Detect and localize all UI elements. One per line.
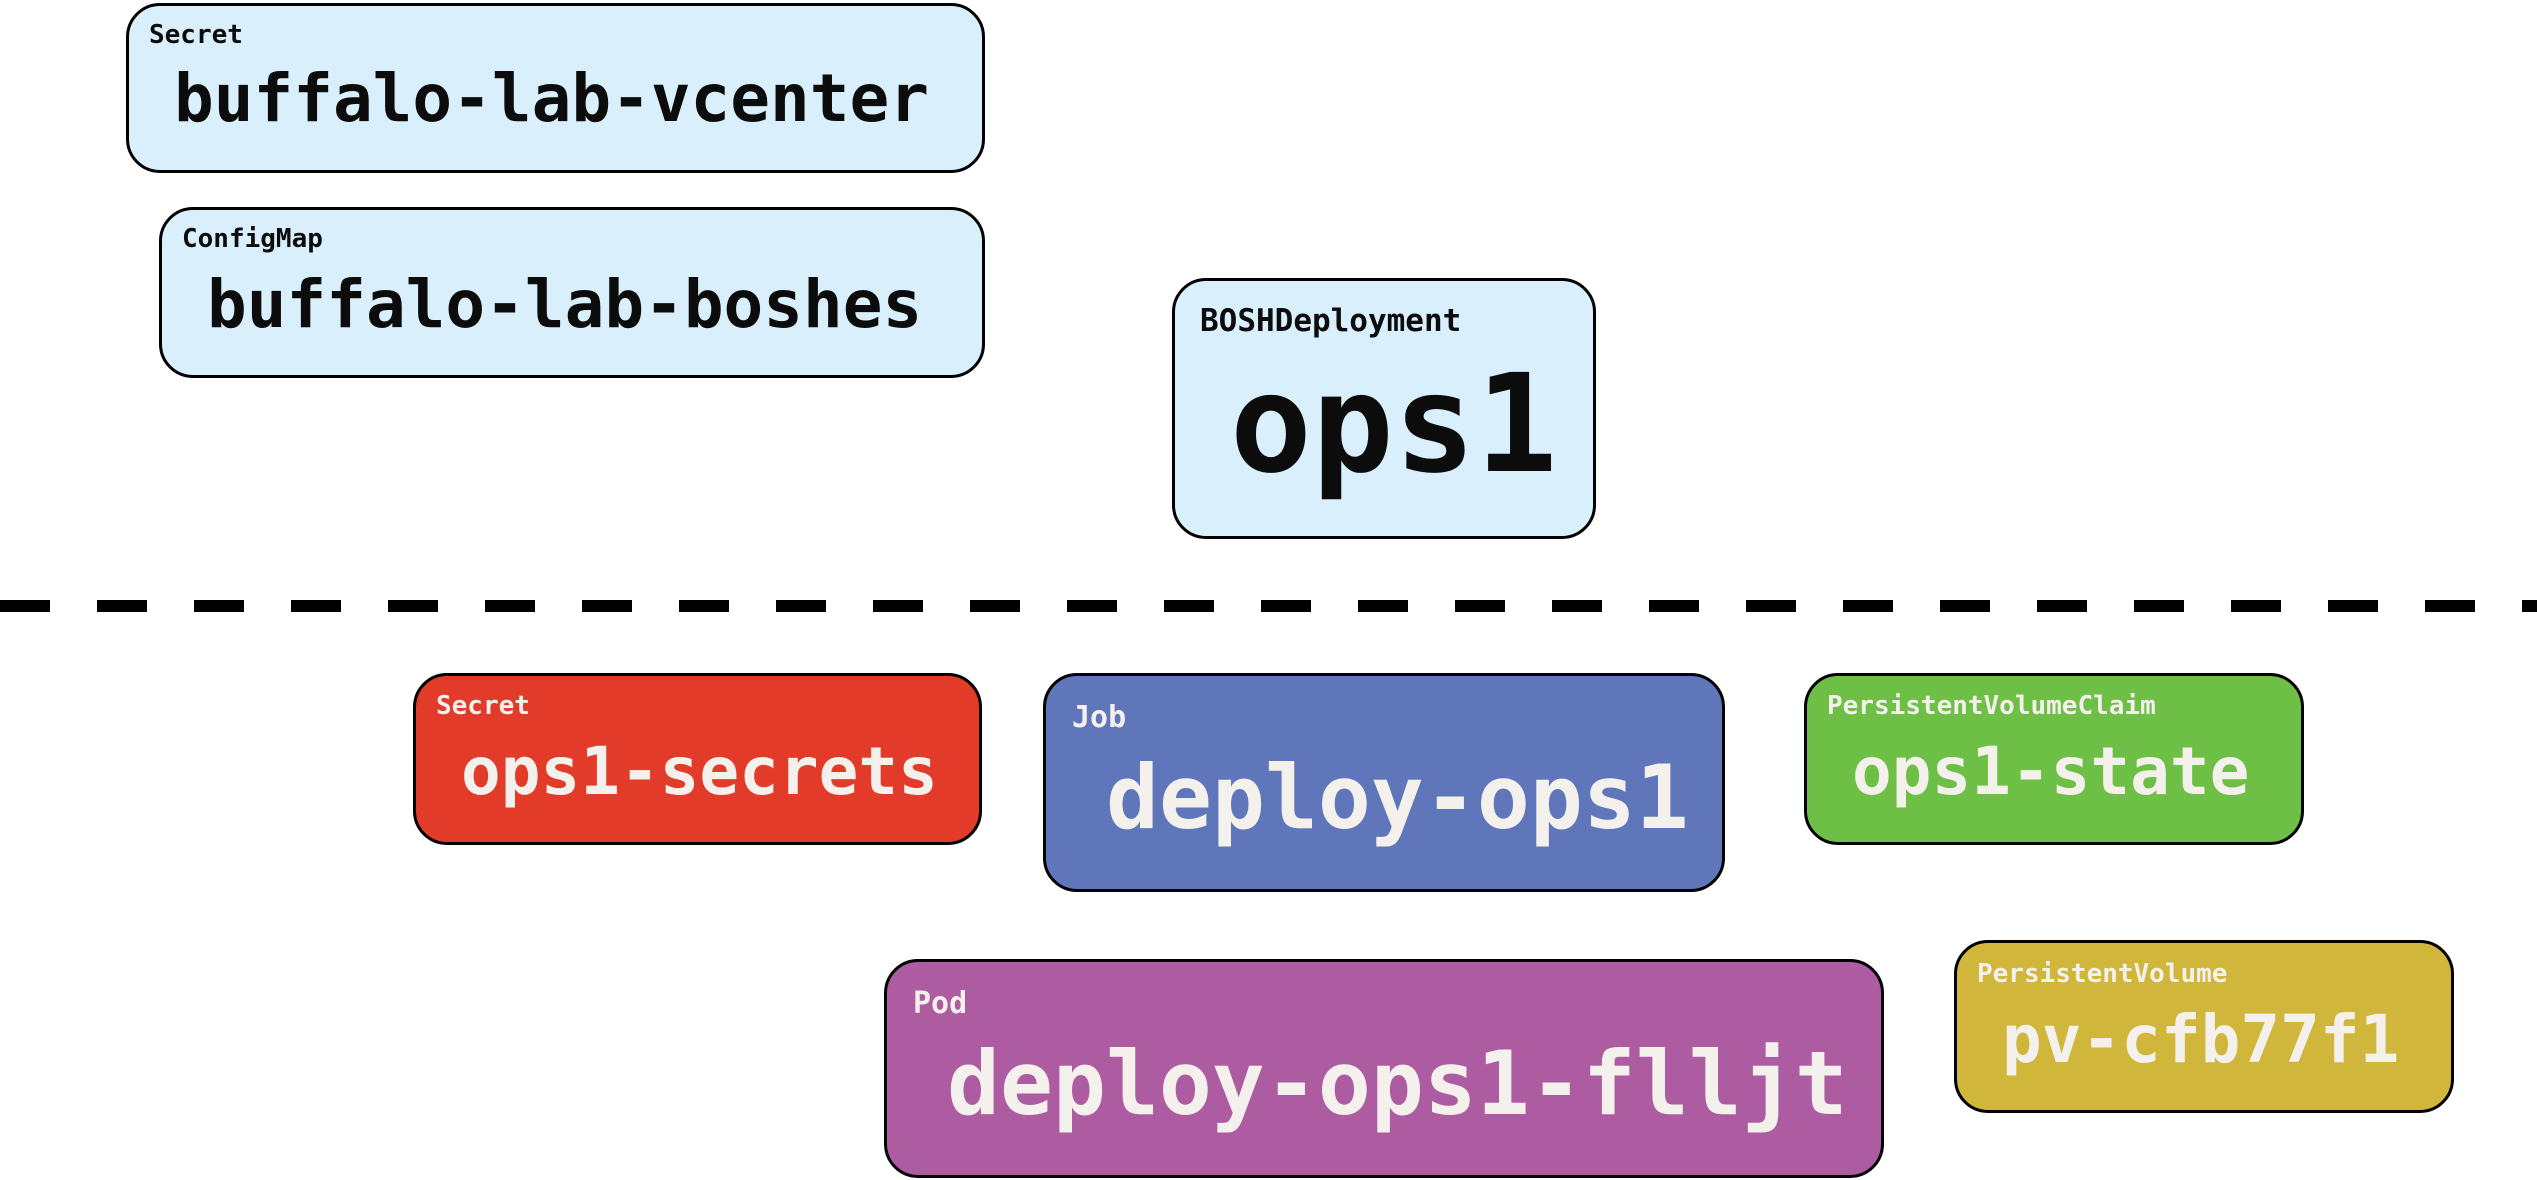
job-deploy-ops1-node: Job deploy-ops1 xyxy=(1043,673,1725,892)
pod-deploy-ops1-flljt-node: Pod deploy-ops1-flljt xyxy=(884,959,1884,1178)
node-kind-label: BOSHDeployment xyxy=(1200,303,1462,339)
node-name-label: ops1 xyxy=(1230,346,1558,504)
boshdeployment-ops1-node: BOSHDeployment ops1 xyxy=(1172,278,1596,539)
node-name-label: deploy-ops1-flljt xyxy=(947,1032,1848,1135)
pv-cfb77f1-node: PersistentVolume pv-cfb77f1 xyxy=(1954,940,2454,1113)
secret-buffalo-lab-vcenter-node: Secret buffalo-lab-vcenter xyxy=(126,3,985,173)
node-kind-label: PersistentVolumeClaim xyxy=(1827,691,2156,721)
node-name-label: ops1-state xyxy=(1852,733,2250,810)
node-name-label: ops1-secrets xyxy=(461,733,938,810)
node-name-label: buffalo-lab-boshes xyxy=(207,266,923,343)
node-kind-label: Pod xyxy=(913,986,968,1021)
node-kind-label: Secret xyxy=(149,20,243,50)
node-kind-label: PersistentVolume xyxy=(1977,959,2228,989)
node-kind-label: ConfigMap xyxy=(182,224,323,254)
node-name-label: deploy-ops1 xyxy=(1106,746,1689,849)
secret-ops1-secrets-node: Secret ops1-secrets xyxy=(413,673,982,845)
pvc-ops1-state-node: PersistentVolumeClaim ops1-state xyxy=(1804,673,2304,845)
configmap-buffalo-lab-boshes-node: ConfigMap buffalo-lab-boshes xyxy=(159,207,985,378)
node-name-label: pv-cfb77f1 xyxy=(2002,1001,2400,1078)
section-divider xyxy=(0,600,2537,612)
node-kind-label: Job xyxy=(1072,700,1127,735)
node-name-label: buffalo-lab-vcenter xyxy=(174,60,929,137)
node-kind-label: Secret xyxy=(436,691,530,721)
